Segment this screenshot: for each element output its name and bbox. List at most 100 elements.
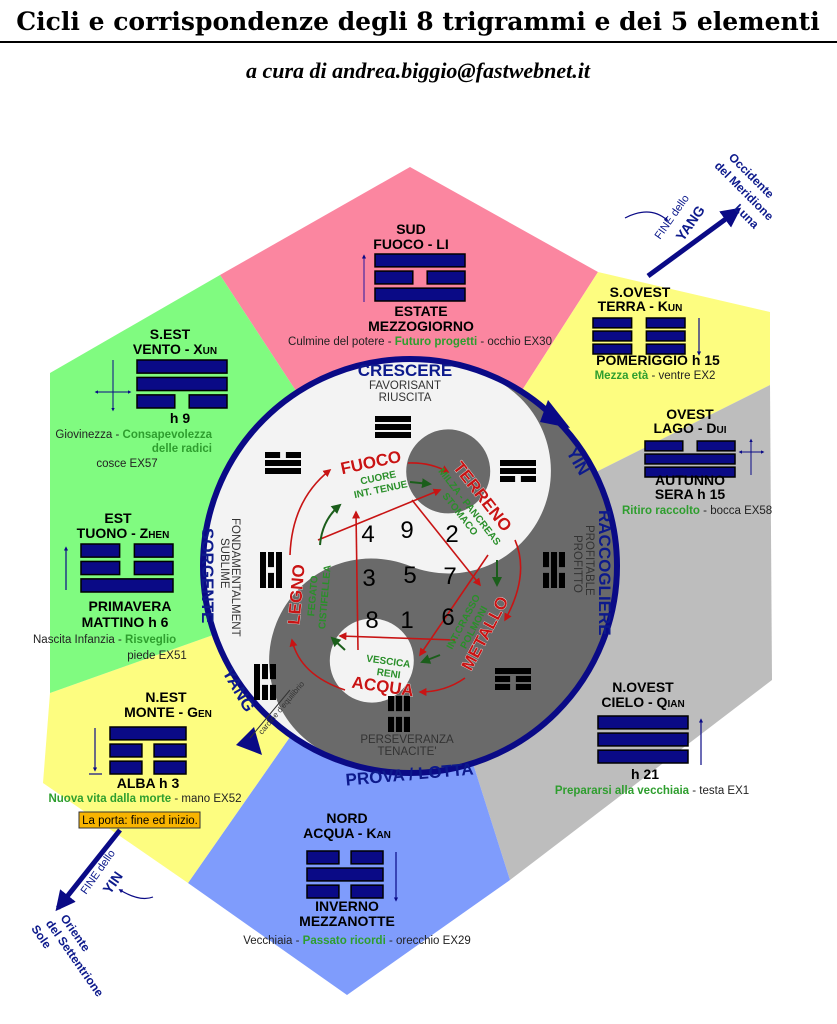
trigram-broken-line: [265, 452, 281, 459]
cardine-axis-line: [249, 689, 291, 739]
ring-sub-profitable: PROFITABLE: [583, 525, 595, 596]
trigram-solid-line: [644, 466, 736, 478]
trigram-broken-line: [403, 716, 410, 732]
sector-nord-est-info: N.EST MONTE - Gen ALBA h 3 Nuova vita da…: [48, 689, 242, 829]
ring-sub-perseveranza: PERSEVERANZA: [360, 734, 454, 746]
arrow-metallo-acqua: [418, 677, 466, 696]
trigram-broken-line: [388, 696, 395, 712]
trigram-broken-line: [515, 675, 531, 683]
trigram-broken-line: [153, 760, 187, 775]
direction-label: SUD: [396, 221, 426, 237]
trigram-broken-line: [395, 716, 403, 732]
trigram-icon: [375, 416, 411, 438]
trigram-broken-line: [188, 394, 228, 409]
trigram-broken-line: [306, 884, 340, 899]
trigram-solid-line: [375, 416, 411, 423]
arrow-fuoco-terreno: [407, 462, 450, 473]
square-number: 5: [403, 562, 416, 589]
direction-label: S.OVEST: [610, 284, 671, 300]
trigram-solid-line: [597, 732, 689, 747]
square-number: 1: [400, 607, 413, 634]
trigram-broken-line: [133, 543, 174, 558]
trigram-broken-line: [543, 552, 550, 568]
trigram-broken-line: [136, 394, 176, 409]
curved-arrow-icon: [118, 889, 154, 900]
trigram-broken-line: [426, 270, 466, 285]
ring-sub-fondamentalment: FONDAMENTALMENT: [229, 518, 241, 637]
sector-est-info: EST TUONO - Zhen PRIMAVERA MATTINO h 6 N…: [33, 510, 187, 662]
time-label: ALBA h 3: [117, 775, 180, 791]
season-label: PRIMAVERA: [89, 598, 172, 614]
ring-sub-riuscita: RIUSCITA: [379, 392, 432, 404]
page-subtitle: a cura di andrea.biggio@fastwebnet.it: [246, 58, 591, 83]
trigram-solid-line: [495, 668, 531, 675]
time-label: SERA h 15: [655, 486, 725, 502]
trigram-broken-line: [109, 760, 143, 775]
outer-ring: [200, 356, 620, 776]
trigram-name: TERRA - Kun: [598, 298, 683, 314]
trigram-icon: [80, 543, 174, 593]
trigram-icon: [597, 715, 689, 764]
trigram-solid-line: [597, 749, 689, 764]
trigram-solid-line: [260, 552, 267, 588]
trigram-solid-line: [375, 423, 411, 431]
arrow-acqua-legno: [289, 638, 346, 691]
trigram-icon: [500, 460, 536, 482]
note-box: [78, 811, 201, 829]
time-label: h 9: [170, 410, 190, 426]
trigram-broken-line: [696, 440, 736, 452]
trigram-name: TUONO - Zhen: [77, 525, 170, 541]
trigram-broken-line: [645, 343, 686, 355]
trigram-solid-line: [500, 460, 536, 467]
time-label: MATTINO h 6: [82, 614, 169, 630]
trigram-icon: [388, 696, 410, 732]
trigram-solid-line: [374, 287, 466, 302]
trigram-icon: [644, 440, 736, 478]
sector-sud-est-info: S.EST VENTO - Xun h 9 Giovinezza - Consa…: [55, 326, 228, 470]
time-label: MEZZOGIORNO: [368, 318, 474, 334]
green-arrow-1: [409, 478, 432, 489]
direction-label: EST: [104, 510, 132, 526]
ring-label-sorgente: SORGENTE: [198, 528, 217, 623]
trigram-icon: [136, 359, 228, 409]
description: Mezza età - ventre EX2: [595, 370, 716, 382]
trigram-solid-line: [550, 552, 558, 588]
ring-sub-favorisant: FAVORISANT: [369, 380, 441, 392]
description: Ritiro raccolto - bocca EX58: [622, 505, 772, 517]
trigram-icon: [543, 552, 565, 588]
trigram-broken-line: [592, 330, 633, 342]
season-label: ESTATE: [394, 303, 447, 319]
organ-fegato: FEGATO: [306, 575, 321, 617]
trigram-broken-line: [269, 664, 276, 680]
trigram-solid-line: [500, 467, 536, 475]
time-label: h 21: [631, 766, 659, 782]
trigram-broken-line: [645, 317, 686, 329]
curved-arrow-icon: [624, 211, 669, 222]
description: Vecchiaia - Passato ricordi - orecchio E…: [243, 935, 471, 947]
trigram-broken-line: [80, 543, 121, 558]
trigram-solid-line: [265, 467, 301, 474]
trigram-icon: [260, 552, 282, 588]
sector-nord-info: NORD ACQUA - Kan INVERNO MEZZANOTTE Vecc…: [243, 810, 471, 947]
trigram-broken-line: [80, 560, 121, 576]
trigram-icon: [495, 668, 531, 690]
green-arrow-5: [319, 503, 342, 546]
east-label-group: Oriente del Settentrione Sole: [28, 912, 106, 1000]
direction-label: S.EST: [150, 326, 191, 342]
trigram-icon: [109, 726, 187, 775]
trigram-name: MONTE - Gen: [124, 704, 212, 720]
trigram-icon: [265, 452, 301, 474]
trigram-broken-line: [403, 696, 410, 712]
trigram-icon: [306, 850, 384, 899]
magic-square: 4 9 2 3 5 7 8 1 6: [361, 517, 458, 634]
arrow-acqua-fuoco: [352, 510, 361, 651]
yin-end-arrow: FINE dello YIN Oriente del Settentrione …: [28, 828, 154, 1000]
trigram-broken-line: [543, 572, 550, 588]
arrow-northeast-icon: [646, 207, 742, 279]
square-number: 7: [443, 563, 456, 590]
cross-arrows-icon: [94, 360, 132, 412]
square-number: 6: [441, 604, 454, 631]
trigram-broken-line: [495, 675, 511, 683]
trigram-broken-line: [500, 475, 516, 482]
trigram-solid-line: [136, 376, 228, 392]
